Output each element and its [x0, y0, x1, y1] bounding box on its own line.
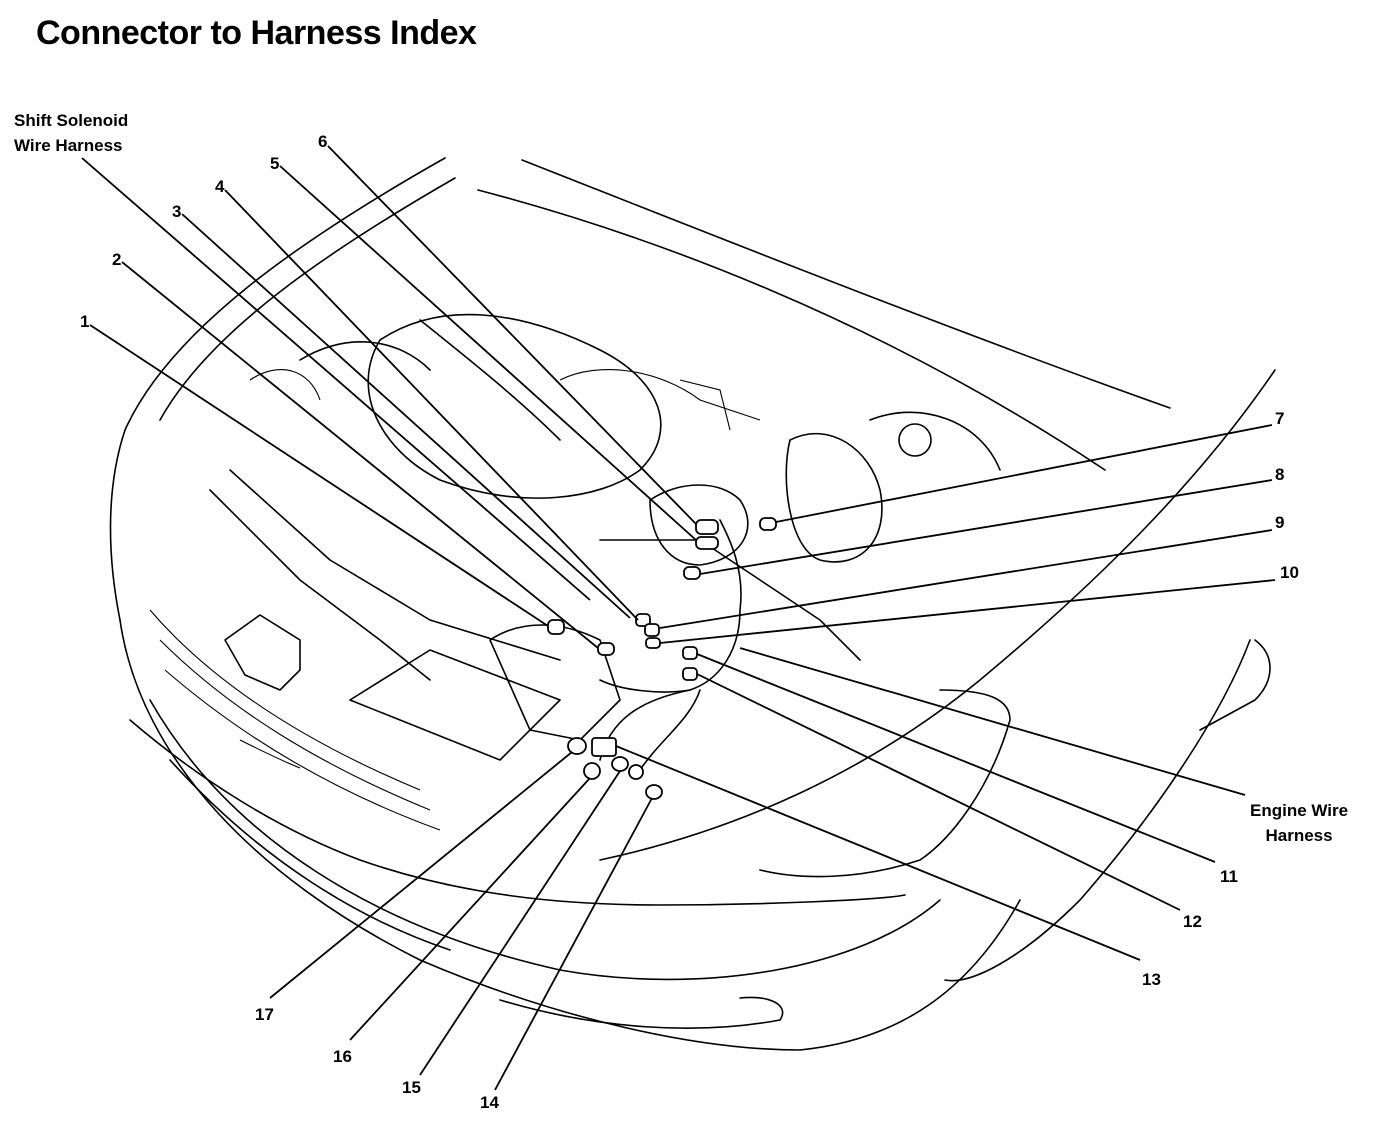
engine-wire-harness-label: Engine Wire Harness	[1250, 798, 1348, 848]
callout-17: 17	[255, 1005, 274, 1024]
callout-3: 3	[172, 202, 182, 221]
engine-wire-label-line2: Harness	[1265, 826, 1333, 845]
callout-10: 10	[1280, 563, 1299, 582]
shift-solenoid-label-line2: Wire Harness	[14, 136, 123, 155]
leader-15	[419, 770, 621, 1076]
connector-9	[644, 623, 660, 637]
leader-engine-wire	[739, 647, 1246, 796]
leader-8	[699, 479, 1273, 575]
callout-5: 5	[270, 154, 280, 173]
vehicle-outline	[109, 157, 1276, 1051]
leader-shift-solenoid	[81, 157, 591, 601]
connectors	[547, 517, 777, 800]
leader-6	[327, 145, 697, 525]
page-title: Connector to Harness Index	[36, 14, 477, 52]
leader-17	[269, 751, 573, 999]
connector-2	[597, 642, 615, 656]
leader-3	[181, 213, 631, 619]
callout-7: 7	[1275, 409, 1285, 428]
leader-10	[659, 579, 1276, 644]
connector-4	[635, 613, 651, 627]
leader-2	[121, 261, 599, 649]
callout-2: 2	[112, 250, 122, 269]
callout-11: 11	[1220, 867, 1238, 886]
callout-6: 6	[318, 132, 328, 151]
callout-16: 16	[333, 1047, 352, 1066]
connector-13	[591, 737, 617, 757]
connector-14	[645, 784, 663, 800]
engine-wire-label-line1: Engine Wire	[1250, 801, 1349, 820]
leader-16	[349, 777, 591, 1041]
leader-5	[279, 165, 697, 541]
leader-7	[775, 424, 1273, 523]
connector-10	[645, 637, 661, 649]
connector-5	[695, 536, 719, 550]
shift-solenoid-label-line1: Shift Solenoid	[14, 111, 129, 130]
callout-13: 13	[1142, 970, 1161, 989]
connector-16	[583, 762, 601, 780]
leader-14	[494, 797, 653, 1091]
leader-11	[696, 653, 1216, 863]
callout-14: 14	[480, 1093, 499, 1112]
connector-15	[611, 756, 629, 772]
connector-8	[683, 566, 701, 580]
leader-9	[659, 529, 1273, 629]
connector-6	[695, 519, 719, 535]
connector-14a	[628, 764, 644, 780]
leader-lines	[81, 145, 1276, 1091]
leader-1	[89, 324, 549, 627]
callout-15: 15	[402, 1078, 421, 1097]
leader-12	[696, 673, 1181, 911]
callout-9: 9	[1275, 513, 1285, 532]
connector-7	[759, 517, 777, 531]
leader-13	[615, 745, 1141, 961]
callout-8: 8	[1275, 465, 1285, 484]
connector-1	[547, 619, 565, 635]
connector-11	[682, 646, 698, 660]
leader-4	[224, 189, 639, 621]
shift-solenoid-harness-label: Shift Solenoid Wire Harness	[14, 108, 128, 158]
callout-12: 12	[1183, 912, 1202, 931]
connector-12	[682, 667, 698, 681]
callout-4: 4	[215, 177, 225, 196]
callout-1: 1	[80, 312, 90, 331]
connector-17	[567, 737, 587, 755]
